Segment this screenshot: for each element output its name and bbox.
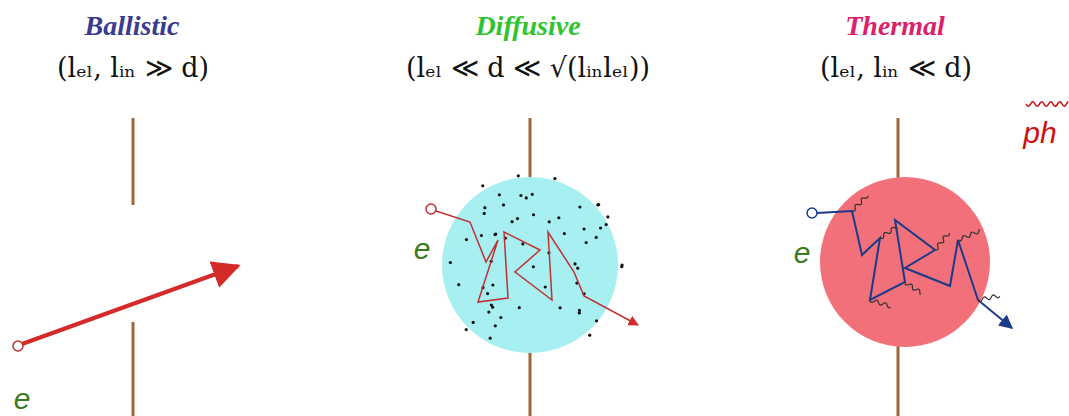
impurity-dot bbox=[516, 217, 519, 220]
constriction-wall bbox=[132, 118, 135, 205]
impurity-dot bbox=[582, 227, 585, 230]
phonon-wave bbox=[870, 300, 891, 308]
ballistic-panel bbox=[13, 118, 238, 416]
thermal-panel bbox=[807, 101, 1068, 416]
impurity-dot bbox=[465, 238, 468, 241]
electron-path bbox=[436, 211, 638, 325]
impurity-dot bbox=[472, 321, 475, 324]
phonon-wave bbox=[935, 233, 949, 250]
impurity-dot bbox=[532, 265, 535, 268]
impurity-dot bbox=[606, 215, 609, 218]
impurity-dots bbox=[449, 174, 624, 340]
impurity-dot bbox=[548, 220, 551, 223]
impurity-dot bbox=[517, 174, 520, 177]
impurity-dot bbox=[585, 241, 588, 244]
electron-label: e bbox=[414, 232, 431, 265]
impurity-dot bbox=[578, 309, 581, 312]
impurity-dot bbox=[491, 306, 494, 309]
impurity-dot bbox=[465, 328, 468, 331]
impurity-dot bbox=[525, 196, 528, 199]
electron-source bbox=[13, 341, 23, 351]
phonon-wave bbox=[880, 227, 898, 238]
regime-title: Ballistic bbox=[85, 11, 180, 42]
phonon-wave bbox=[905, 282, 920, 295]
impurity-dot bbox=[595, 319, 598, 322]
impurity-dot bbox=[599, 226, 602, 229]
impurity-dot bbox=[557, 216, 560, 219]
impurity-dot bbox=[544, 285, 547, 288]
electron-path bbox=[22, 266, 238, 344]
impurity-dot bbox=[491, 283, 494, 286]
impurity-dot bbox=[510, 220, 513, 223]
scattering-region bbox=[442, 177, 618, 353]
impurity-dot bbox=[531, 193, 534, 196]
impurity-dot bbox=[449, 261, 452, 264]
impurity-dot bbox=[563, 232, 566, 235]
electron-path bbox=[817, 211, 1012, 328]
regime-title: Diffusive bbox=[475, 11, 580, 42]
impurity-dot bbox=[483, 212, 486, 215]
impurity-dot bbox=[620, 265, 623, 268]
electron-source bbox=[807, 208, 817, 218]
impurity-dot bbox=[494, 232, 497, 235]
phonon-label: ph bbox=[1023, 116, 1056, 149]
impurity-dot bbox=[457, 283, 460, 286]
impurity-dot bbox=[578, 205, 581, 208]
impurity-dot bbox=[487, 310, 490, 313]
impurity-dot bbox=[481, 184, 484, 187]
regime-title: Thermal bbox=[845, 11, 945, 42]
impurity-dot bbox=[502, 203, 505, 206]
electron-label: e bbox=[794, 236, 811, 269]
impurity-dot bbox=[518, 306, 521, 309]
impurity-dot bbox=[595, 236, 598, 239]
phonon-wave bbox=[1026, 101, 1068, 106]
impurity-dot bbox=[588, 334, 591, 337]
electron-source bbox=[426, 204, 436, 214]
phonon-wave bbox=[978, 295, 1000, 301]
impurity-dot bbox=[596, 203, 599, 206]
constriction-wall bbox=[132, 322, 135, 416]
impurity-dot bbox=[532, 213, 535, 216]
impurity-dot bbox=[573, 262, 576, 265]
impurity-dot bbox=[558, 306, 561, 309]
impurity-dot bbox=[553, 177, 556, 180]
impurity-dot bbox=[483, 206, 486, 209]
impurity-dot bbox=[494, 324, 497, 327]
regime-condition: (lₑₗ, lᵢₙ ≫ d) bbox=[57, 53, 209, 83]
impurity-dot bbox=[493, 233, 496, 236]
electron-label: e bbox=[14, 382, 31, 415]
impurity-dot bbox=[576, 267, 579, 270]
phonon-wave bbox=[852, 196, 868, 211]
impurity-dot bbox=[597, 203, 600, 206]
impurity-dot bbox=[519, 194, 522, 197]
impurity-dot bbox=[486, 292, 489, 295]
phonon-wave bbox=[958, 229, 979, 241]
impurity-dot bbox=[480, 234, 483, 237]
impurity-dot bbox=[499, 316, 502, 319]
regime-condition: (lₑₗ ≪ d ≪ √(lᵢₙlₑₗ)) bbox=[406, 53, 650, 83]
phonon-squiggles bbox=[852, 101, 1068, 307]
diffusive-panel bbox=[426, 118, 638, 416]
impurity-dot bbox=[489, 337, 492, 340]
impurity-dot bbox=[605, 223, 608, 226]
regime-condition: (lₑₗ, lᵢₙ ≪ d) bbox=[820, 53, 972, 83]
impurity-dot bbox=[498, 193, 501, 196]
